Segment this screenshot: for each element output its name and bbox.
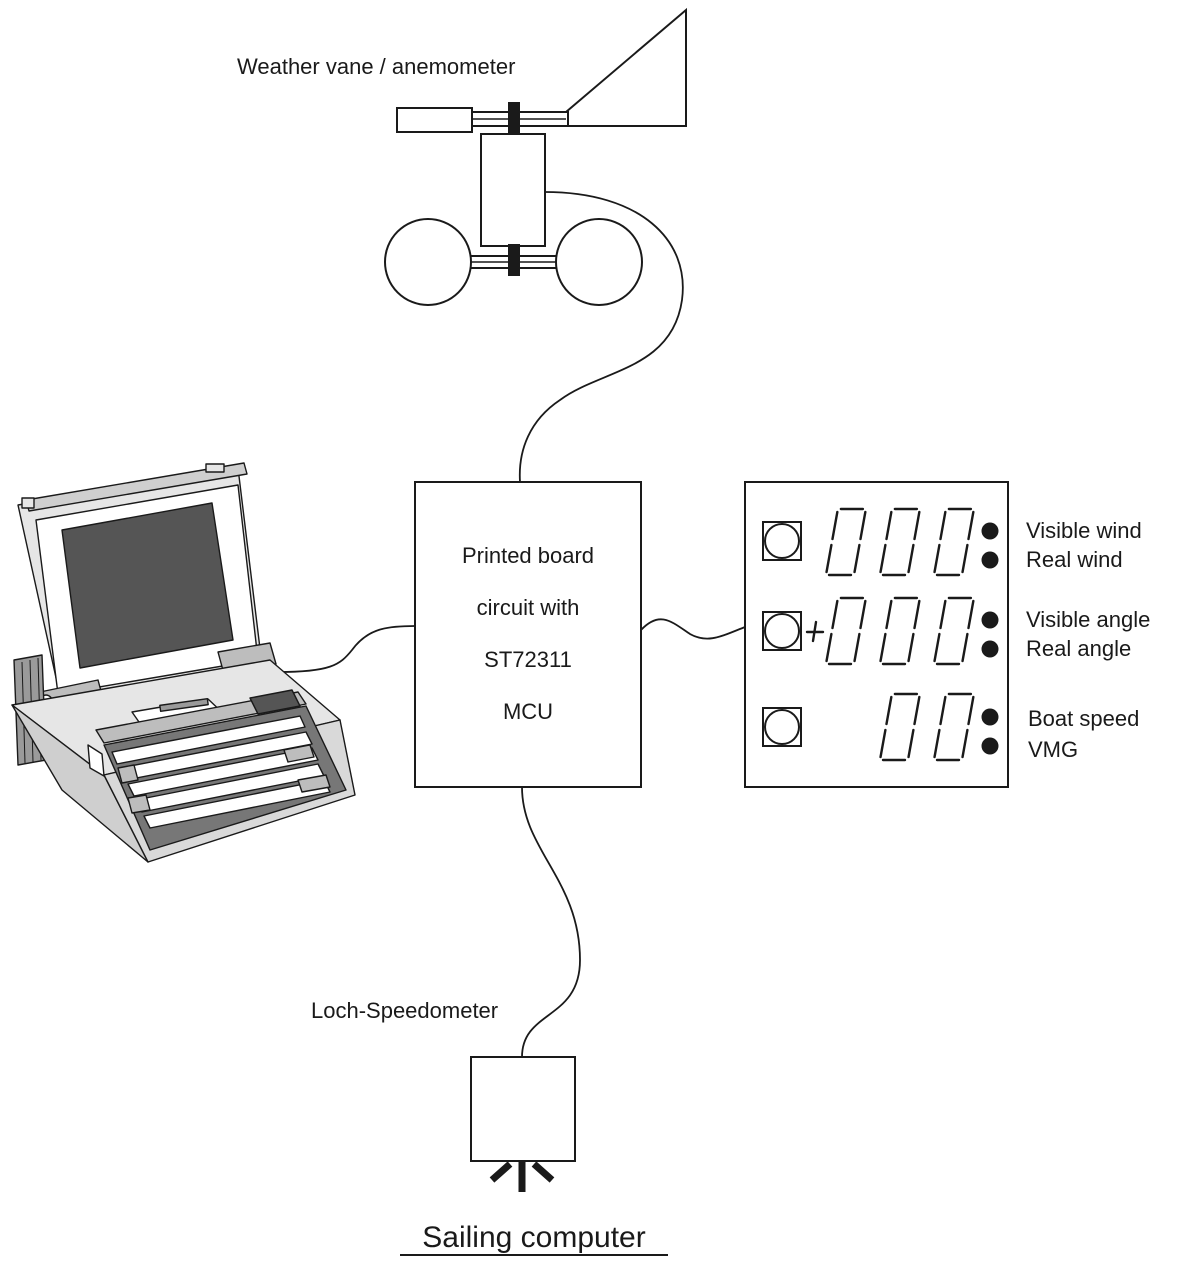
pcb-label-line-2: circuit with: [477, 595, 580, 620]
label-real-wind: Real wind: [1026, 547, 1123, 572]
laptop-icon: [11, 462, 356, 863]
digit-segment: [825, 632, 833, 663]
digit-segment: [939, 599, 947, 630]
laptop-cable: [277, 625, 416, 673]
digit-segment: [961, 543, 969, 574]
digit-segment: [967, 510, 975, 541]
digit-segment: [853, 543, 861, 574]
display-digit: [933, 507, 975, 577]
digit-segment: [885, 510, 893, 541]
display-digit: [933, 596, 975, 666]
digit-segment: [967, 695, 975, 726]
seven-segment-display-icon: [825, 507, 975, 762]
digit-segment: [961, 632, 969, 663]
digit-segment: [961, 728, 969, 759]
display-digit: [933, 692, 975, 762]
indicator-real-angle: [981, 640, 999, 658]
label-vmg: VMG: [1028, 737, 1078, 762]
digit-segment: [913, 510, 921, 541]
digit-segment: [933, 632, 941, 663]
digit-segment: [831, 510, 839, 541]
display-cable: [640, 618, 746, 640]
indicator-vmg: [981, 737, 999, 755]
indicator-visible-wind: [981, 522, 999, 540]
indicator-real-wind: [981, 551, 999, 569]
plus-minus-icon: [805, 620, 825, 643]
indicator-dots: [981, 522, 999, 755]
digit-segment: [967, 599, 975, 630]
digit-segment: [913, 695, 921, 726]
digit-segment: [939, 695, 947, 726]
label-real-angle: Real angle: [1026, 636, 1131, 661]
display-labels: Visible wind Real wind Visible angle Rea…: [1026, 518, 1150, 762]
digit-segment: [907, 543, 915, 574]
pcb-label-line-4: MCU: [503, 699, 553, 724]
display-digit: [879, 692, 921, 762]
digit-segment: [933, 543, 941, 574]
digit-segment: [907, 728, 915, 759]
digit-segment: [907, 632, 915, 663]
pcb-label-line-1: Printed board: [462, 543, 594, 568]
display-digit: [825, 507, 867, 577]
digit-segment: [859, 510, 867, 541]
digit-segment: [825, 543, 833, 574]
display-digit: [825, 596, 867, 666]
weather-vane-icon: [384, 7, 687, 306]
digit-segment: [879, 728, 887, 759]
loch-cable: [521, 786, 581, 1058]
label-boat-speed: Boat speed: [1028, 706, 1139, 731]
loch-label: Loch-Speedometer: [311, 998, 498, 1023]
indicator-visible-angle: [981, 611, 999, 629]
anemometer-label: Weather vane / anemometer: [237, 54, 515, 79]
digit-segment: [831, 599, 839, 630]
label-visible-angle: Visible angle: [1026, 607, 1150, 632]
digit-segment: [885, 599, 893, 630]
pcb-box: [414, 481, 642, 788]
digit-segment: [853, 632, 861, 663]
digit-segment: [879, 632, 887, 663]
digit-segment: [859, 599, 867, 630]
digit-segment: [879, 543, 887, 574]
digit-segment: [939, 510, 947, 541]
digit-segment: [933, 728, 941, 759]
digit-segment: [913, 599, 921, 630]
indicator-boat-speed: [981, 708, 999, 726]
display-digit: [879, 507, 921, 577]
display-buttons: [762, 521, 802, 747]
anemometer-cable: [518, 191, 684, 483]
digit-segment: [885, 695, 893, 726]
diagram-caption: Sailing computer: [422, 1221, 645, 1254]
pcb-label-line-3: ST72311: [484, 647, 572, 672]
display-digit: [879, 596, 921, 666]
pcb-label: Printed board circuit with ST72311 MCU: [462, 543, 594, 724]
label-visible-wind: Visible wind: [1026, 518, 1142, 543]
loch-sensor-icon: [470, 1056, 576, 1192]
